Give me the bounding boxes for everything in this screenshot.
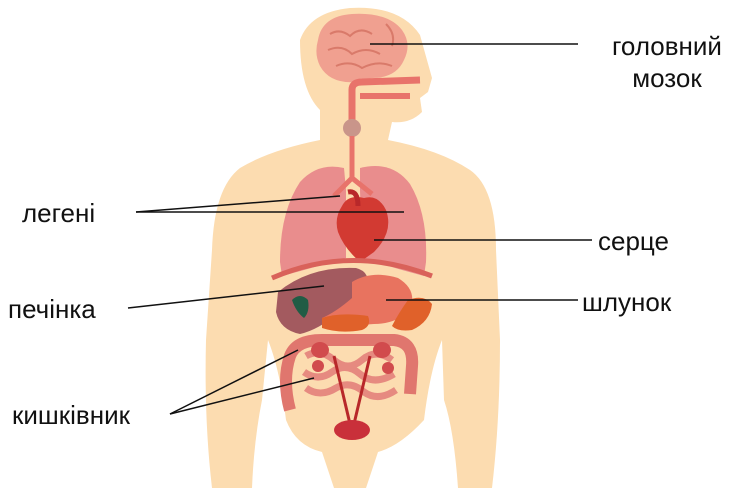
stomach-label: шлунок — [582, 287, 671, 317]
brain-label-line2: мозок — [599, 62, 735, 94]
larynx — [343, 119, 361, 137]
brain-label: головний мозок — [599, 30, 735, 94]
brain-label-line1: головний — [599, 30, 735, 62]
bladder — [334, 420, 370, 440]
liver-label: печінка — [8, 294, 96, 324]
heart-label: серце — [598, 226, 669, 256]
pancreas — [322, 314, 369, 331]
intestine-label: кишківник — [12, 400, 130, 430]
brain — [316, 14, 407, 82]
lungs-label: легені — [22, 198, 95, 228]
